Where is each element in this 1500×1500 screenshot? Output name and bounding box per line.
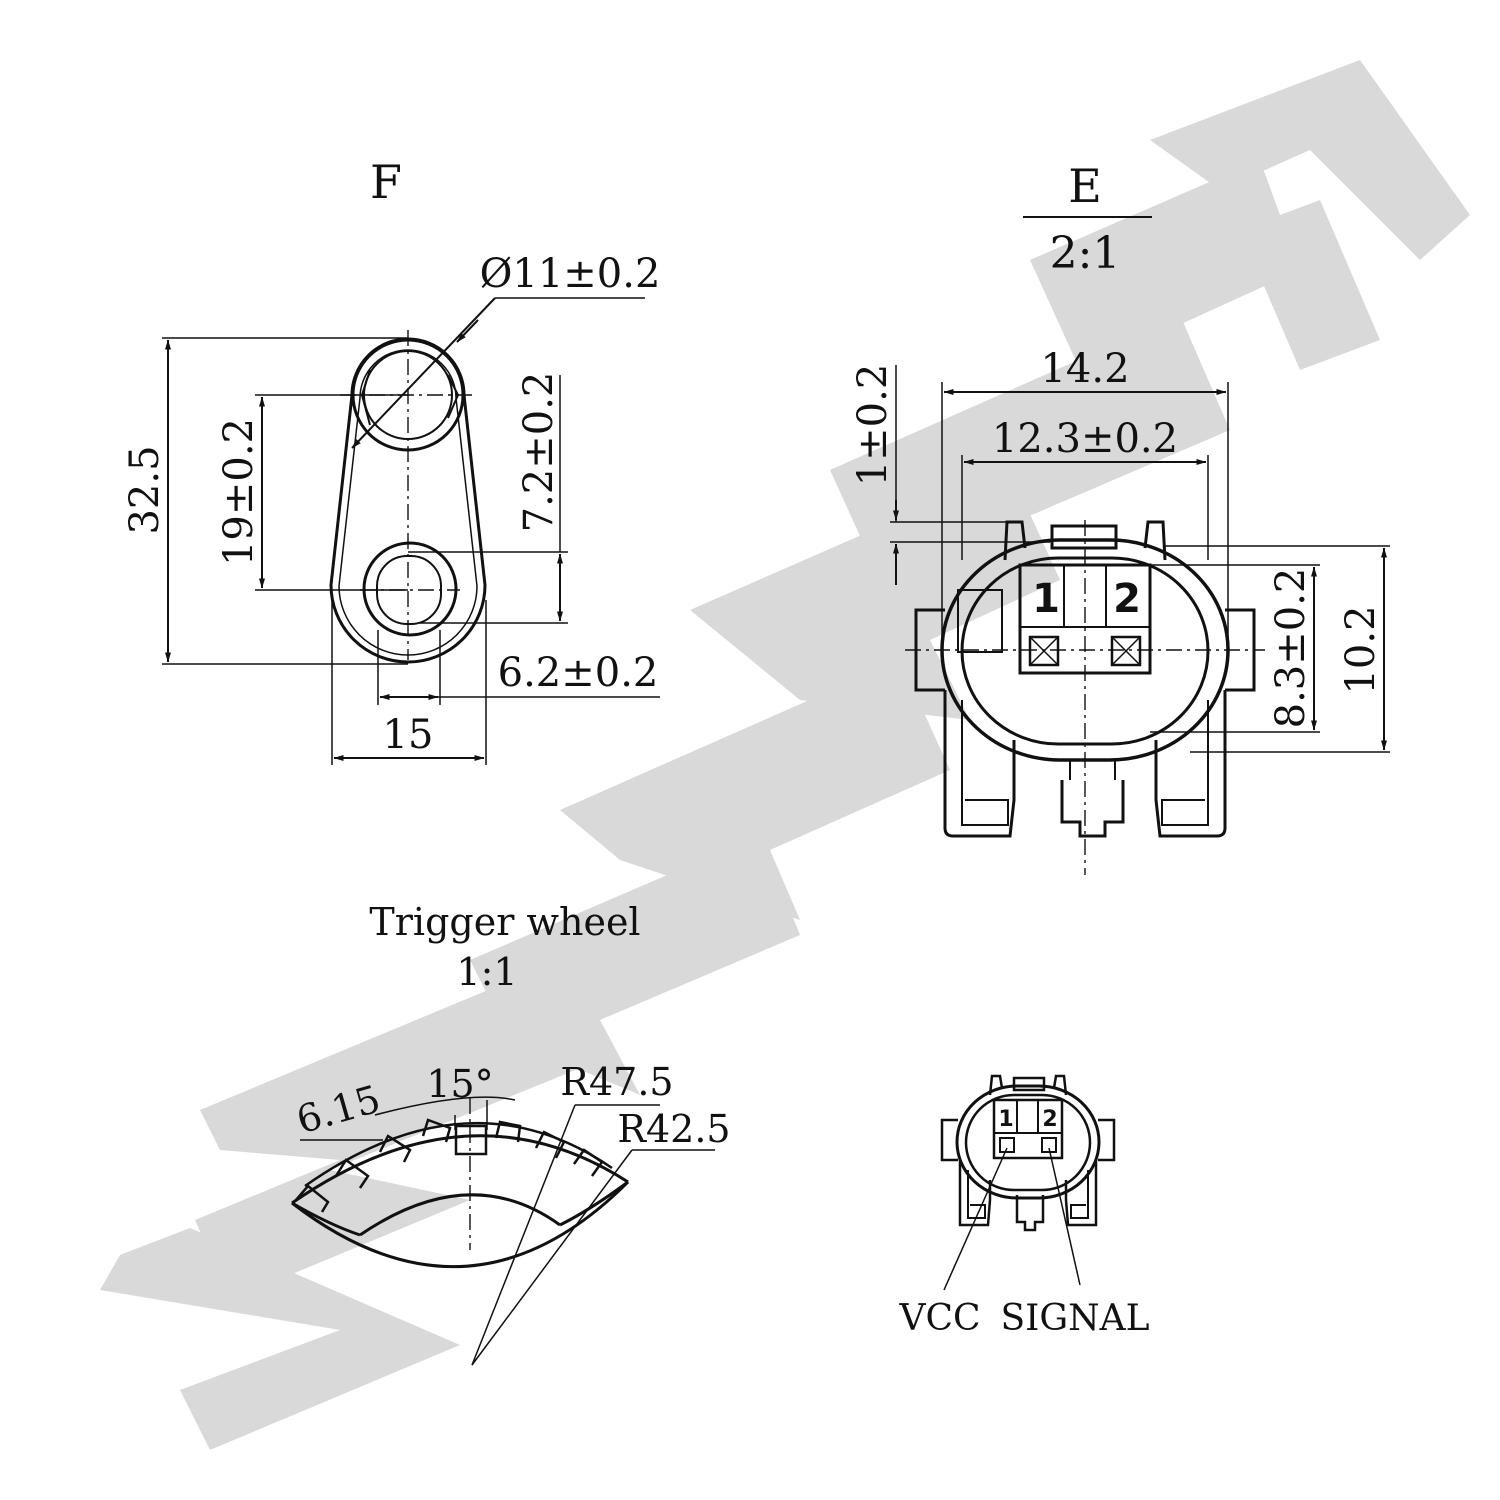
dim-center-distance: 19±0.2 xyxy=(216,418,262,566)
pin-label-signal: SIGNAL xyxy=(1000,1298,1149,1339)
view-e: E 2:1 1 2 xyxy=(850,159,1390,875)
pinout-housing-outer xyxy=(955,1084,1101,1200)
dim-hole-dia: Ø11±0.2 xyxy=(480,251,661,297)
dim-outer-radius: R47.5 xyxy=(560,1060,673,1104)
leader-hole-dia xyxy=(351,297,496,449)
lever-body-inner-outline xyxy=(338,349,478,656)
leader-outer-radius xyxy=(471,1104,576,1366)
dim-inner-radius: R42.5 xyxy=(617,1107,730,1151)
watermark-logo xyxy=(100,60,1470,1450)
wheel-hub-arc xyxy=(359,1193,561,1237)
view-e-label: E xyxy=(1068,159,1102,213)
trigger-wheel-scale: 1:1 xyxy=(456,950,517,994)
pin-terminal-1 xyxy=(1028,635,1060,667)
dim-lower-offset: 7.2±0.2 xyxy=(516,372,562,533)
dim-inner-width: 12.3±0.2 xyxy=(992,416,1178,462)
dim-inner-height: 8.3±0.2 xyxy=(1268,568,1314,729)
connector-bottom-tab xyxy=(1060,780,1125,838)
wheel-root-arc xyxy=(304,1121,613,1188)
upper-hole-flat-left xyxy=(360,369,371,426)
view-f-label: F xyxy=(370,155,402,209)
wheel-outer-arc xyxy=(291,1134,629,1205)
pin-label-1: 1 xyxy=(1032,576,1060,622)
view-f: F 32.5 19±0.2 7 xyxy=(122,155,660,765)
wheel-teeth xyxy=(295,1118,604,1213)
pinout-pin-1: 1 xyxy=(998,1107,1013,1132)
pinout-pin-2: 2 xyxy=(1042,1107,1057,1132)
dim-tooth-angle: 15° xyxy=(426,1062,493,1106)
dim-outer-width: 14.2 xyxy=(1040,346,1129,392)
pin-label-2: 2 xyxy=(1113,576,1141,622)
leader-signal xyxy=(1048,1147,1081,1286)
pin-terminal-2 xyxy=(1110,635,1142,667)
connector-top-key xyxy=(1050,524,1118,550)
connector-latch-right xyxy=(1143,520,1167,561)
pin-label-vcc: VCC xyxy=(898,1298,980,1339)
pinout-pin-block xyxy=(992,1098,1064,1160)
view-e-scale: 2:1 xyxy=(1050,228,1121,279)
dim-overall-width: 15 xyxy=(383,712,434,758)
pinout-view: 1 2 VCC SIGNAL xyxy=(898,1074,1150,1339)
leader-vcc xyxy=(943,1147,1008,1291)
trigger-wheel-title: Trigger wheel xyxy=(369,900,640,944)
dim-outer-height: 10.2 xyxy=(1338,605,1384,694)
dim-top-step: 1±0.2 xyxy=(850,364,896,487)
dim-overall-height: 32.5 xyxy=(122,445,168,534)
connector-latch-left xyxy=(1003,520,1027,561)
connector-leg-right xyxy=(1154,690,1227,838)
lower-hole-outer xyxy=(362,541,458,637)
leader-inner-radius xyxy=(471,1149,633,1366)
connector-leg-left xyxy=(943,690,1016,838)
trigger-wheel-view: Trigger wheel 1:1 6.15 15° R xyxy=(291,900,731,1366)
pinout-housing-inner xyxy=(964,1093,1092,1192)
dim-hole-width: 6.2±0.2 xyxy=(498,650,659,696)
